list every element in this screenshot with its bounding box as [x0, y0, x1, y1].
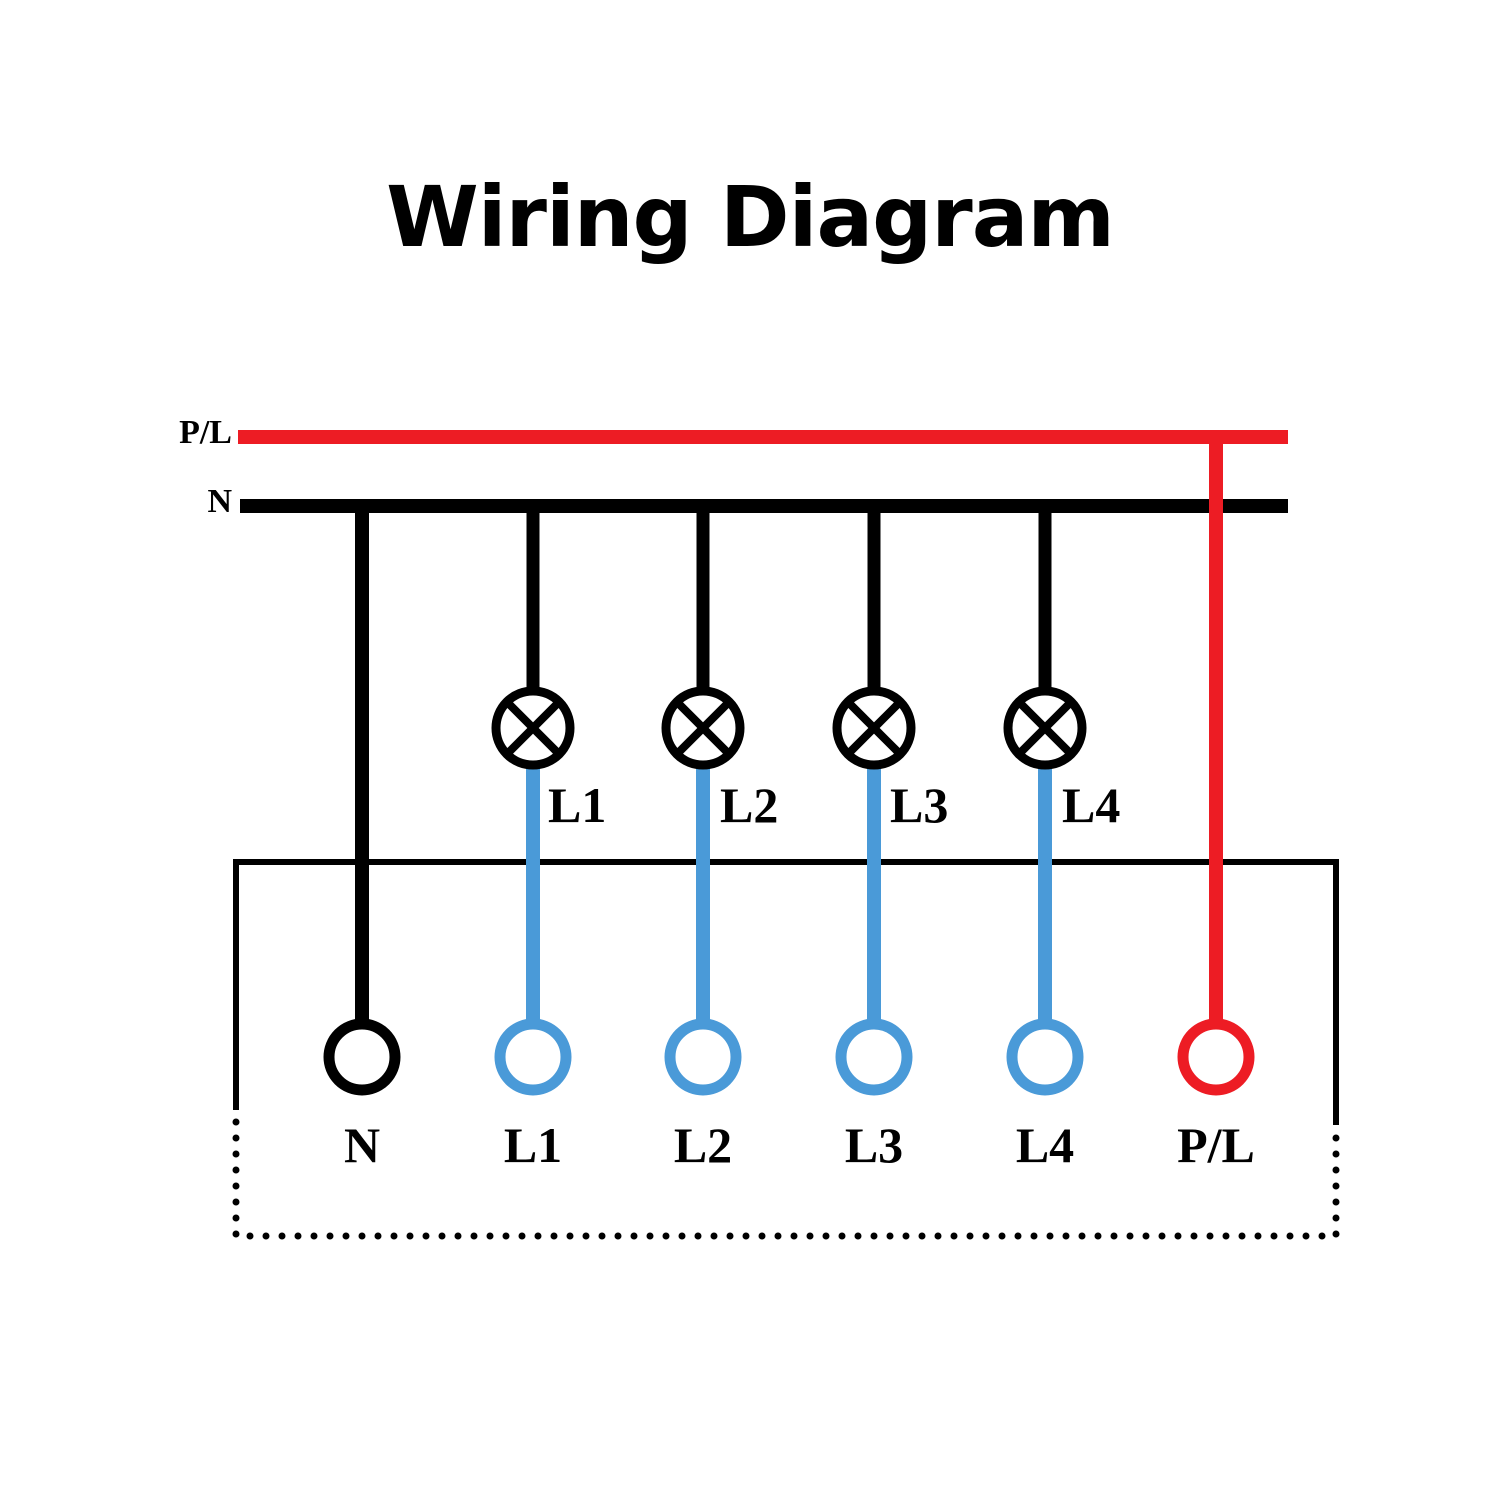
terminal-label: L4: [1016, 1117, 1074, 1173]
lamp-cross-stroke: [675, 700, 731, 756]
terminal-ring-icon: [323, 1018, 401, 1096]
terminal-ring-icon: [664, 1018, 742, 1096]
lamp-cross-stroke: [1017, 700, 1073, 756]
lamp-label: L2: [720, 777, 778, 833]
terminal-label: L2: [674, 1117, 732, 1173]
diagram-title: Wiring Diagram: [386, 168, 1115, 266]
lamp-cross-circle-icon: [661, 686, 745, 770]
enclosure: [232, 859, 1340, 1240]
terminal-label: L1: [504, 1117, 562, 1173]
lamp-label: L3: [890, 777, 948, 833]
terminal-label: P/L: [1177, 1117, 1255, 1173]
lamp-cross-stroke: [505, 700, 561, 756]
lamp-cross-circle-icon: [832, 686, 916, 770]
enclosure-dotted-edge: [232, 1118, 1340, 1240]
lamp-cross-stroke: [846, 700, 902, 756]
terminal-label: N: [344, 1117, 380, 1173]
bus-label-neutral: N: [207, 483, 232, 520]
terminal-label: L3: [845, 1117, 903, 1173]
bus-label-phase: P/L: [179, 414, 232, 451]
enclosure-solid-edge: [233, 859, 1339, 1125]
lamp-cross-circle-icon: [491, 686, 575, 770]
lamp-label: L4: [1062, 777, 1120, 833]
terminal-ring-icon: [835, 1018, 913, 1096]
lamp-cross-circle-icon: [1003, 686, 1087, 770]
lamp-label: L1: [548, 777, 606, 833]
terminal-ring-icon: [1006, 1018, 1084, 1096]
terminal-ring-icon: [494, 1018, 572, 1096]
terminal-ring-icon: [1177, 1018, 1255, 1096]
